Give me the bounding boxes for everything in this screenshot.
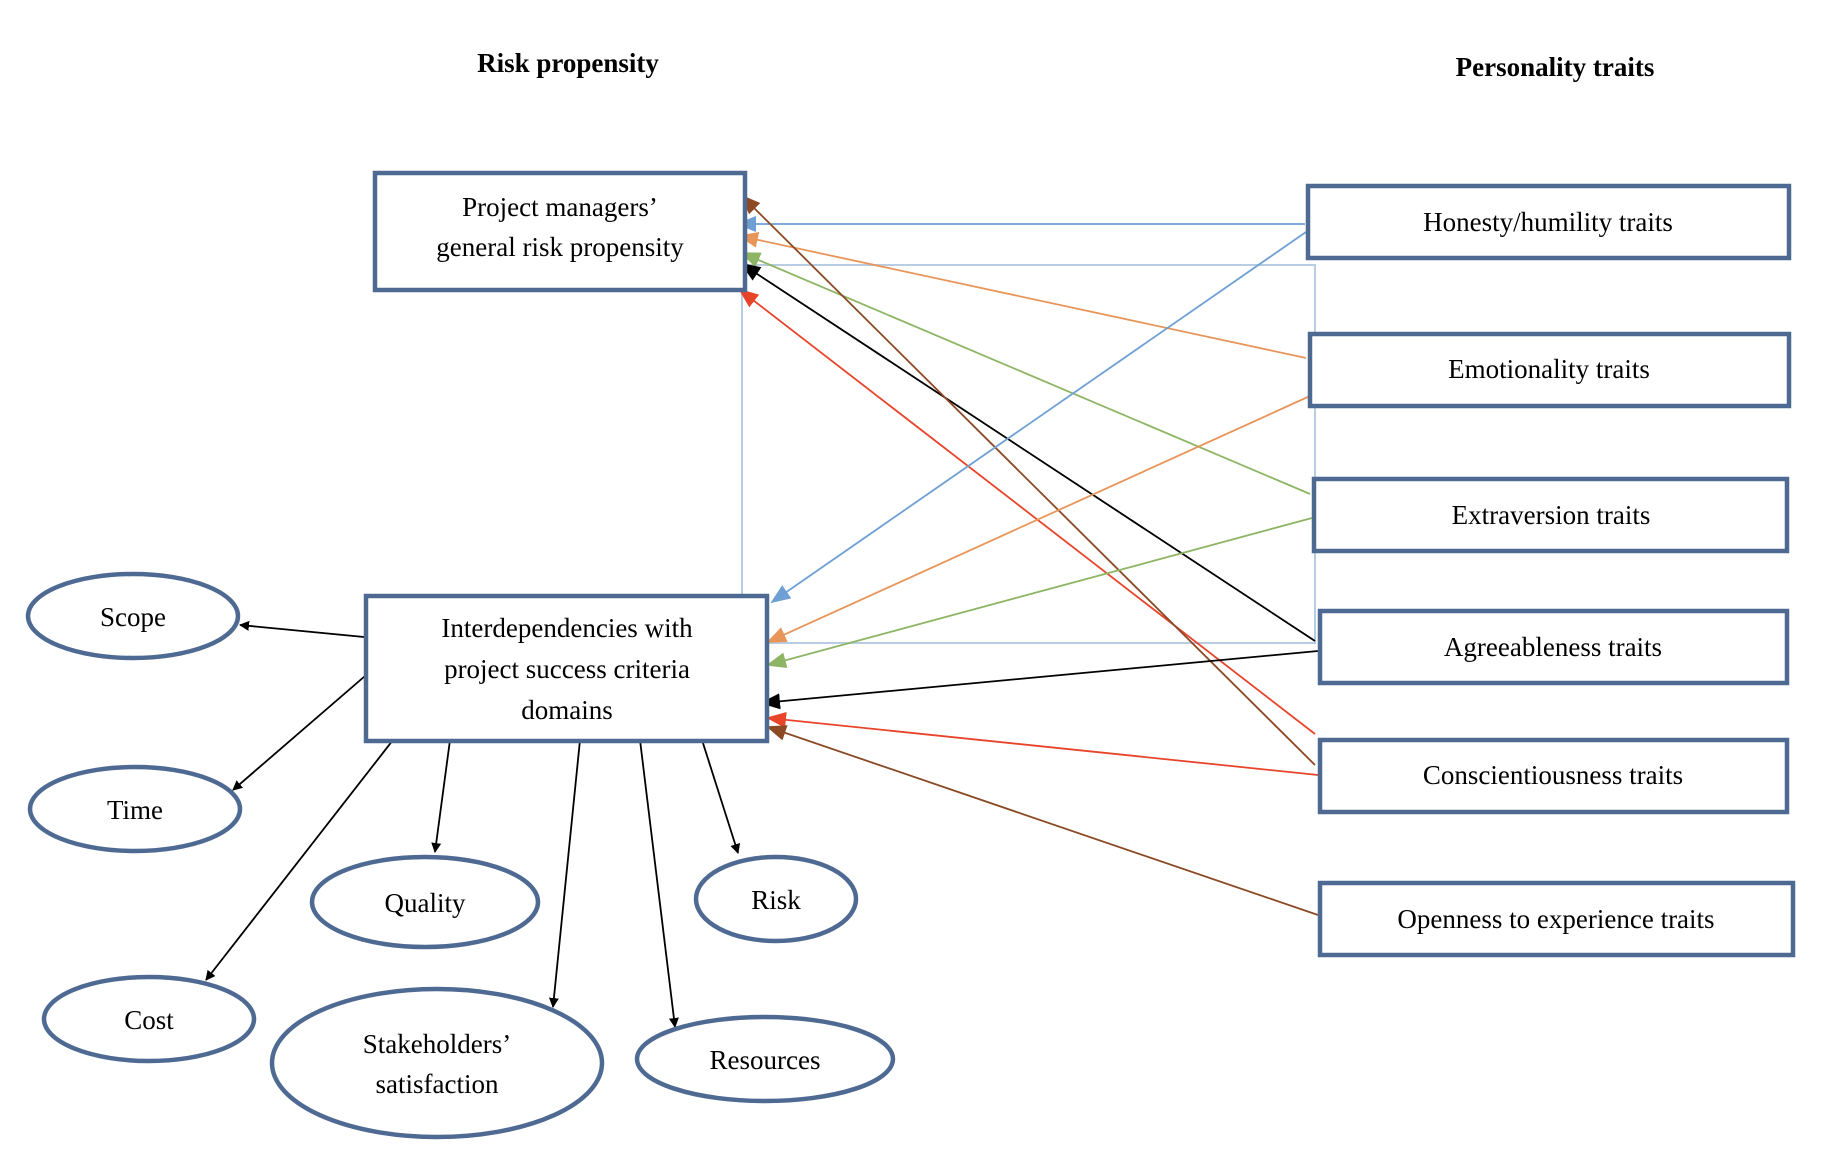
general-risk-propensity-box: Project managers’ general risk propensit… <box>372 170 748 293</box>
connector-extraversion-to-risk <box>740 252 1311 495</box>
connector-honesty-to-domains <box>770 231 1307 604</box>
domain-resources: Resources <box>634 1014 896 1104</box>
connectors-to-general-risk <box>736 194 1316 766</box>
general-risk-line-2: general risk propensity <box>436 232 684 262</box>
connector-to-resources <box>639 739 679 1028</box>
trait-label-honesty: Honesty/humility traits <box>1423 207 1673 237</box>
trait-label-openness: Openness to experience traits <box>1397 904 1714 934</box>
interdependencies-line-3: domains <box>521 695 613 725</box>
interdependencies-line-1: Interdependencies with <box>441 613 693 643</box>
connector-conscientiousness-to-risk <box>738 288 1316 735</box>
trait-label-emotionality: Emotionality traits <box>1448 354 1650 384</box>
interdependencies-line-2: project success criteria <box>444 654 690 684</box>
heading-personality-traits: Personality traits <box>1456 52 1655 82</box>
domain-quality-label: Quality <box>385 888 466 918</box>
trait-box-conscientiousness: Conscientiousness traits <box>1317 737 1790 815</box>
domain-resources-label: Resources <box>710 1045 821 1075</box>
trait-label-conscientiousness: Conscientiousness traits <box>1423 760 1683 790</box>
connector-to-risk <box>701 739 741 854</box>
connector-to-scope <box>239 620 365 638</box>
general-risk-line-1: Project managers’ <box>462 192 658 222</box>
connector-conscientiousness-to-domains <box>766 711 1319 776</box>
connector-agreeableness-to-domains <box>760 650 1319 710</box>
domain-time-label: Time <box>107 795 163 825</box>
trait-box-extraversion: Extraversion traits <box>1311 476 1790 554</box>
connector-openness-to-domains <box>766 725 1319 916</box>
connectors-to-domains <box>205 620 741 1028</box>
domain-risk: Risk <box>693 854 859 944</box>
domain-cost-label: Cost <box>124 1005 174 1035</box>
connector-extraversion-to-domains <box>766 517 1313 669</box>
interdependencies-box: Interdependencies with project success c… <box>363 593 770 744</box>
trait-box-openness: Openness to experience traits <box>1317 880 1796 958</box>
connector-to-quality <box>431 739 451 853</box>
domain-time: Time <box>27 764 243 854</box>
domain-scope-label: Scope <box>100 602 166 632</box>
domain-quality: Quality <box>309 854 541 950</box>
connectors-to-interdependencies <box>760 231 1319 916</box>
connector-to-cost <box>205 739 394 981</box>
connector-to-stakeholders <box>548 739 581 1008</box>
trait-box-agreeableness: Agreeableness traits <box>1317 608 1790 686</box>
trait-label-extraversion: Extraversion traits <box>1452 500 1651 530</box>
trait-box-honesty: Honesty/humility traits <box>1305 183 1792 261</box>
trait-box-emotionality: Emotionality traits <box>1307 331 1792 409</box>
connector-to-time <box>232 675 366 791</box>
connector-emotionality-to-risk <box>738 231 1307 359</box>
domain-stakeholders-line-1: Stakeholders’ <box>363 1029 511 1059</box>
domain-scope: Scope <box>25 571 241 661</box>
heading-risk-propensity: Risk propensity <box>477 48 659 78</box>
connector-agreeableness-to-risk <box>740 262 1316 642</box>
connector-emotionality-to-domains <box>766 395 1311 643</box>
connector-openness-to-risk <box>740 194 1316 766</box>
domain-stakeholders: Stakeholders’ satisfaction <box>269 986 605 1140</box>
domain-cost: Cost <box>41 974 257 1064</box>
trait-label-agreeableness: Agreeableness traits <box>1444 632 1662 662</box>
background-frame <box>741 264 1316 644</box>
domain-risk-label: Risk <box>751 885 801 915</box>
domain-stakeholders-line-2: satisfaction <box>376 1069 499 1099</box>
